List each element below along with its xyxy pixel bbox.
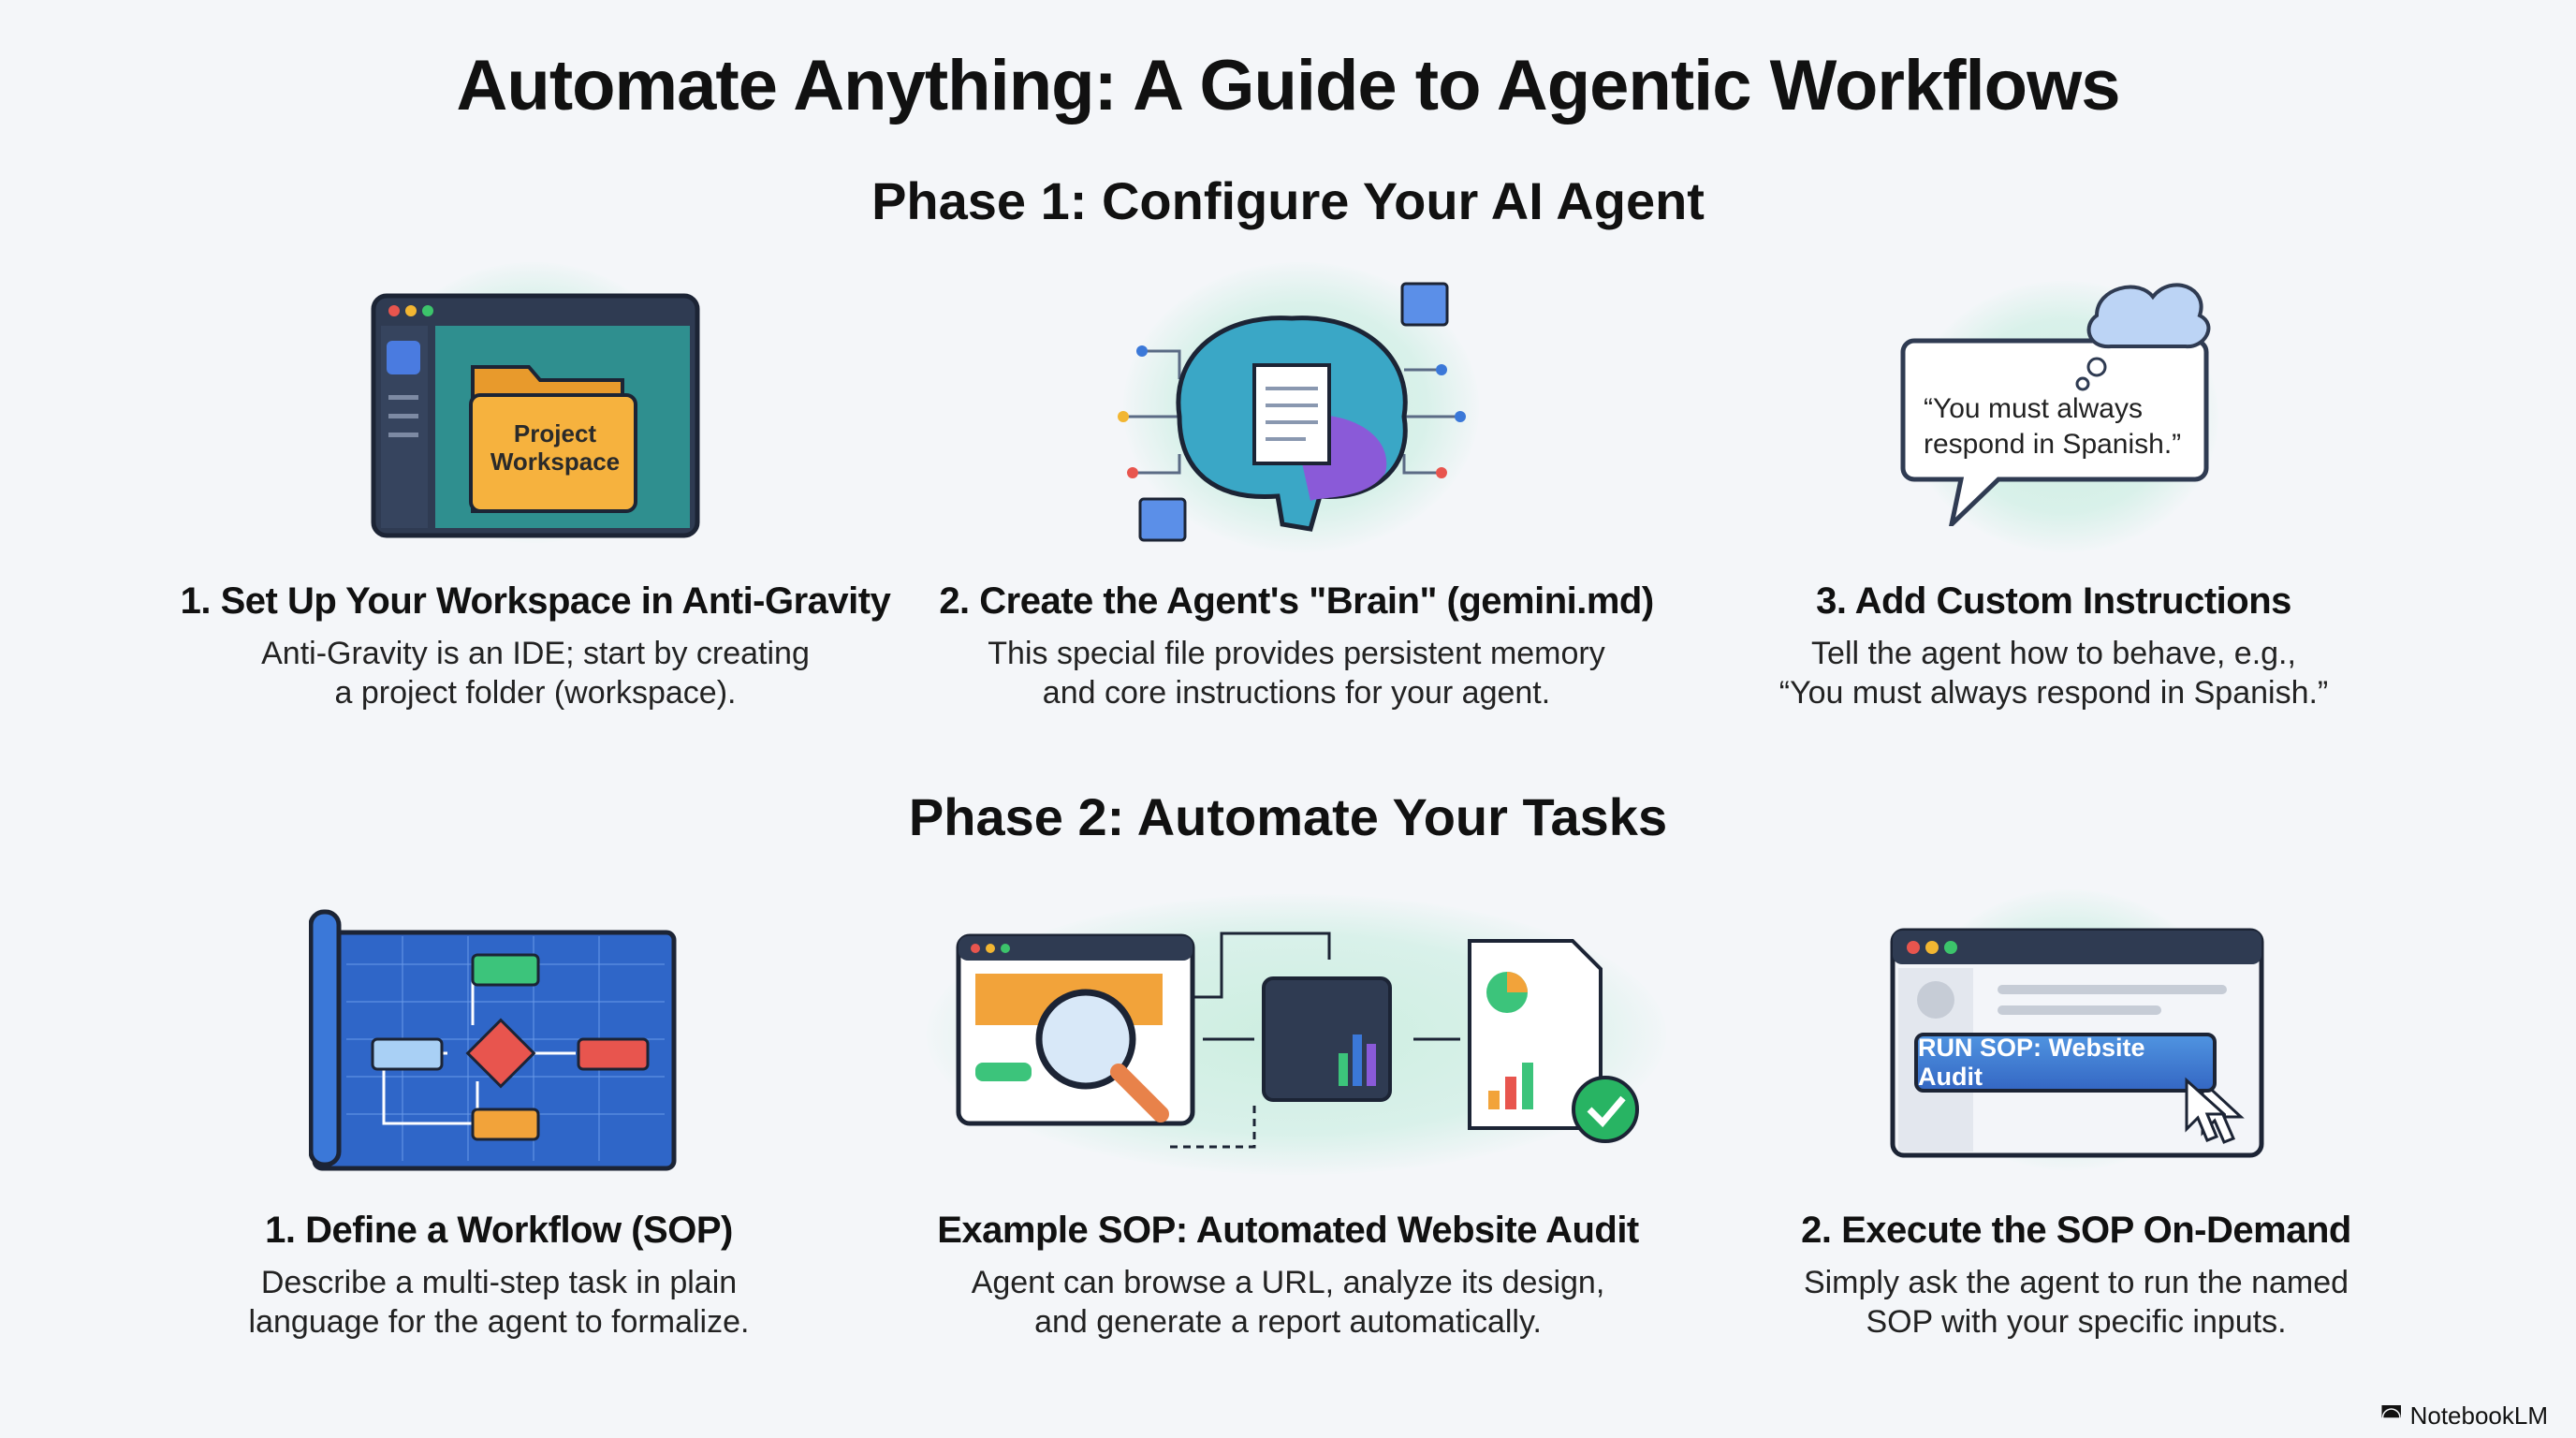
card-title: 3. Add Custom Instructions <box>1816 580 2291 622</box>
card-desc-line2: “You must always respond in Spanish.” <box>1778 675 2329 711</box>
brain-document-icon <box>1118 282 1466 542</box>
card-execute-sop: 2. Execute the SOP On-Demand Simply ask … <box>1702 1210 2451 1342</box>
card-example-sop: Example SOP: Automated Website Audit Age… <box>914 1210 1662 1342</box>
card-title: 1. Define a Workflow (SOP) <box>265 1210 733 1251</box>
phase1-heading: Phase 1: Configure Your AI Agent <box>871 171 1705 230</box>
card-desc-line2: SOP with your specific inputs. <box>1866 1304 2287 1340</box>
card-title: Example SOP: Automated Website Audit <box>937 1210 1639 1251</box>
run-sop-button-label: RUN SOP: Website Audit <box>1918 1034 2145 1091</box>
card-desc-line1: Describe a multi-step task in plain <box>260 1265 738 1300</box>
brand-label: NotebookLM <box>2409 1401 2548 1430</box>
card-define-workflow: 1. Define a Workflow (SOP) Describe a mu… <box>124 1210 873 1342</box>
phase2-heading: Phase 2: Automate Your Tasks <box>908 787 1668 846</box>
speech-bubble-icon <box>1900 283 2211 526</box>
cursor-icon <box>2185 1077 2226 1142</box>
workspace-window-icon <box>371 293 700 538</box>
card-desc-line2: and generate a report automatically. <box>1034 1304 1542 1340</box>
card-title: 1. Set Up Your Workspace in Anti-Gravity <box>180 580 891 622</box>
page-title: Automate Anything: A Guide to Agentic Wo… <box>456 46 2121 125</box>
bubble-line2: respond in Spanish.” <box>1924 429 2182 460</box>
notebooklm-logo-icon: ◚ <box>2379 1401 2404 1430</box>
notebooklm-brand: ◚ NotebookLM <box>2379 1401 2548 1431</box>
card-title: 2. Execute the SOP On-Demand <box>1801 1210 2351 1251</box>
card-instructions: 3. Add Custom Instructions Tell the agen… <box>1679 580 2428 712</box>
workflow-blueprint-icon <box>309 909 677 1171</box>
card-workspace: 1. Set Up Your Workspace in Anti-Gravity… <box>161 580 910 712</box>
folder-label-line1: Project <box>513 419 597 448</box>
card-desc-line1: Agent can browse a URL, analyze its desi… <box>971 1265 1605 1300</box>
card-title: 2. Create the Agent's "Brain" (gemini.md… <box>939 580 1654 622</box>
card-desc-line2: language for the agent to formalize. <box>248 1304 750 1340</box>
card-desc-line1: This special file provides persistent me… <box>988 636 1605 671</box>
run-sop-button[interactable]: RUN SOP: Website Audit <box>1914 1033 2217 1093</box>
website-audit-flow-icon <box>956 932 1639 1149</box>
card-brain: 2. Create the Agent's "Brain" (gemini.md… <box>922 580 1671 712</box>
card-desc-line1: Simply ask the agent to run the named <box>1803 1265 2349 1300</box>
bubble-line1: “You must always <box>1924 393 2143 424</box>
card-desc-line2: and core instructions for your agent. <box>1042 675 1551 711</box>
folder-label-line2: Workspace <box>490 448 621 476</box>
card-desc-line2: a project folder (workspace). <box>334 675 737 711</box>
card-desc-line1: Anti-Gravity is an IDE; start by creatin… <box>261 636 810 671</box>
card-desc-line1: Tell the agent how to behave, e.g., <box>1811 636 2296 671</box>
